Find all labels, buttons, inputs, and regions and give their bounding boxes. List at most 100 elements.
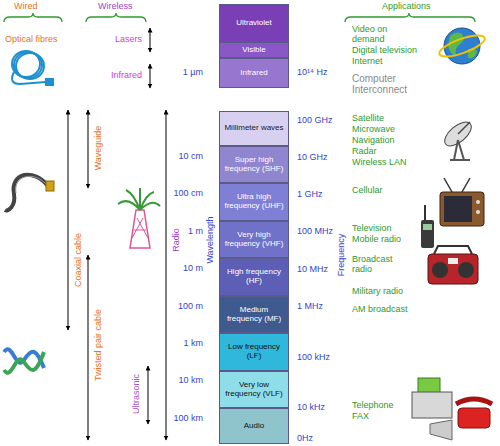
brace	[4, 13, 62, 22]
range-arrow	[148, 366, 149, 424]
label-holder: Wireless	[98, 2, 133, 12]
medium-label: Coaxial cable	[73, 233, 83, 287]
application-label: AM broadcast	[352, 304, 408, 314]
twisted-pair-icon	[4, 349, 44, 372]
label-holder: AM broadcast	[352, 305, 408, 315]
spectrum-band: Very low frequency (VLF)	[219, 371, 289, 408]
label-holder: Military radio	[352, 287, 403, 297]
medium-label: Optical fibres	[5, 34, 58, 44]
wavelength-tick: 100 m	[178, 301, 203, 311]
pair-wire	[4, 352, 44, 373]
medium-label: Infrared	[111, 70, 142, 80]
tv-cabinet	[440, 192, 484, 226]
tower-struts	[132, 218, 148, 238]
label-holder: Television	[352, 224, 392, 234]
fibre-connector	[46, 79, 53, 85]
label-holder: Video on demand	[352, 25, 402, 45]
group-header: Wireless	[98, 1, 133, 11]
label-holder: 10 m	[183, 264, 203, 274]
group-header: Applications	[382, 1, 431, 11]
spectrum-band: Ultraviolet	[219, 4, 289, 42]
label-holder: 100 km	[173, 414, 203, 424]
label-holder: Twisted pair cable	[94, 309, 104, 381]
medium-label: Twisted pair cable	[93, 309, 103, 381]
fibre-coil-icon	[12, 51, 53, 85]
frequency-tick: 100 kHz	[297, 352, 330, 362]
radio-handle	[434, 246, 472, 254]
tv-knob	[476, 200, 480, 204]
label-holder: 0Hz	[297, 434, 313, 444]
band-name: Infrared	[240, 69, 268, 78]
handset-display	[423, 224, 432, 230]
label-holder: 1 µm	[183, 68, 203, 78]
frequency-tick: 10 kHz	[297, 402, 325, 412]
coax-cable-icon	[5, 175, 54, 211]
label-holder: Wireless LAN	[352, 158, 407, 168]
spectrum-band: High frequency (HF)	[219, 258, 289, 296]
label-holder: Waveguide	[94, 126, 104, 171]
label-holder: Navigation	[352, 136, 395, 146]
band-name: Very low frequency (VLF)	[223, 381, 285, 399]
label-holder: 100 kHz	[297, 353, 330, 363]
axis-title: Frequency	[336, 234, 346, 277]
satellite-dish-icon	[441, 118, 476, 160]
label-holder: Digital television	[352, 46, 417, 56]
brace	[345, 13, 475, 22]
label-holder: 1 GHz	[297, 190, 323, 200]
band-name: High frequency (HF)	[223, 268, 285, 286]
label-holder: Optical fibres	[5, 35, 58, 45]
frequency-tick: 0Hz	[297, 433, 313, 443]
range-arrows	[68, 28, 166, 440]
fax-machine	[412, 392, 452, 418]
band-name: Very high frequency (VHF)	[223, 231, 285, 249]
globe	[444, 28, 480, 64]
wavelength-tick: 10 m	[183, 263, 203, 273]
label-holder: Wavelength	[206, 216, 216, 263]
dish-stand	[450, 140, 470, 160]
application-label: Navigation	[352, 135, 395, 145]
label-holder: Mobile radio	[352, 235, 401, 245]
range-arrow	[68, 110, 69, 330]
label-holder: 100 m	[178, 302, 203, 312]
application-label: Cellular	[352, 185, 383, 195]
label-holder: Radio	[172, 228, 182, 252]
axis-title: Wavelength	[205, 216, 215, 263]
radio-set-icon	[428, 246, 478, 284]
medium-label: Waveguide	[93, 126, 103, 171]
tv-screen	[444, 196, 472, 222]
range-arrow	[88, 110, 89, 188]
globe-ring	[437, 31, 487, 61]
application-label: Video on demand	[352, 24, 387, 44]
label-holder: 100 cm	[173, 189, 203, 199]
application-label: Radar	[352, 146, 377, 156]
label-holder: 100 MHz	[297, 227, 333, 237]
radio-speaker	[432, 262, 448, 278]
label-holder: Internet	[352, 57, 383, 67]
handset-body	[421, 220, 434, 248]
label-holder: Coaxial cable	[74, 233, 84, 287]
label-holder: Cellular	[352, 186, 383, 196]
application-label: Mobile radio	[352, 234, 401, 244]
range-arrow	[150, 64, 151, 88]
application-label: Microwave	[352, 124, 395, 134]
application-label: Television	[352, 223, 392, 233]
spectrum-band: Super high frequency (SHF)	[219, 146, 289, 183]
wavelength-tick: 100 cm	[173, 188, 203, 198]
label-holder: Radar	[352, 147, 377, 157]
spectrum-band: Medium frequency (MF)	[219, 296, 289, 333]
application-label: Telephone	[352, 400, 394, 410]
label-holder: Broadcast radio	[352, 255, 400, 275]
frequency-tick: 10 MHz	[297, 264, 328, 274]
dish-feed	[458, 122, 470, 134]
speaker-horn	[430, 420, 452, 440]
label-holder: 1 km	[183, 339, 203, 349]
wavelength-tick: 1 m	[188, 226, 203, 236]
label-holder: 10 cm	[178, 152, 203, 162]
label-holder: Wired	[14, 2, 38, 12]
application-label: Digital television	[352, 45, 417, 55]
telephone-fax-icon	[412, 378, 492, 440]
spectrum-band: Infrared	[219, 58, 289, 88]
label-holder: 100 GHz	[297, 116, 333, 126]
fibre-loop	[16, 53, 44, 79]
